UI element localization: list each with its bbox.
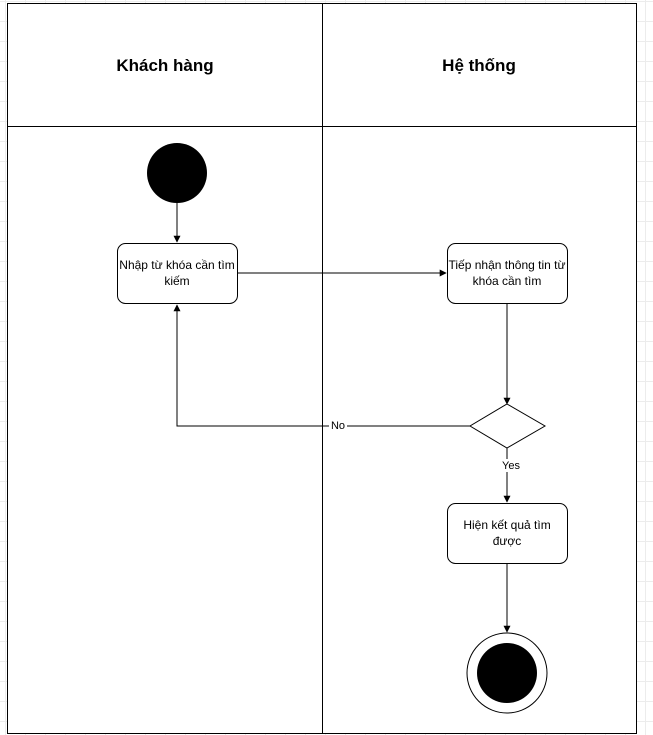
edge-decision-no xyxy=(173,304,470,427)
action-input-keyword-line2: kiếm xyxy=(164,274,189,288)
action-show-results: Hiện kết quả tìm được xyxy=(447,503,568,564)
action-receive-info-line1: Tiếp nhận thông tin từ xyxy=(449,258,566,272)
decision-node xyxy=(469,403,546,449)
swimlane-frame xyxy=(7,3,637,734)
end-node xyxy=(466,632,548,714)
edge-label-no-bg xyxy=(329,419,347,432)
action-show-results-line2: được xyxy=(493,534,522,548)
action-input-keyword-line1: Nhập từ khóa cần tìm xyxy=(119,258,234,272)
edge-label-no: No xyxy=(331,420,345,432)
action-show-results-line1: Hiện kết quả tìm xyxy=(463,518,550,532)
action-input-keyword: Nhập từ khóa cần tìm kiếm xyxy=(117,243,238,304)
action-receive-info: Tiếp nhận thông tin từ khóa cần tìm xyxy=(447,243,568,304)
lane-title-customer: Khách hàng xyxy=(116,56,213,75)
start-node xyxy=(147,143,207,203)
edge-label-yes-bg xyxy=(498,459,524,472)
action-receive-info-line2: khóa cần tìm xyxy=(473,274,542,288)
edge-label-yes: Yes xyxy=(502,460,520,472)
lane-title-system: Hệ thống xyxy=(442,56,516,75)
